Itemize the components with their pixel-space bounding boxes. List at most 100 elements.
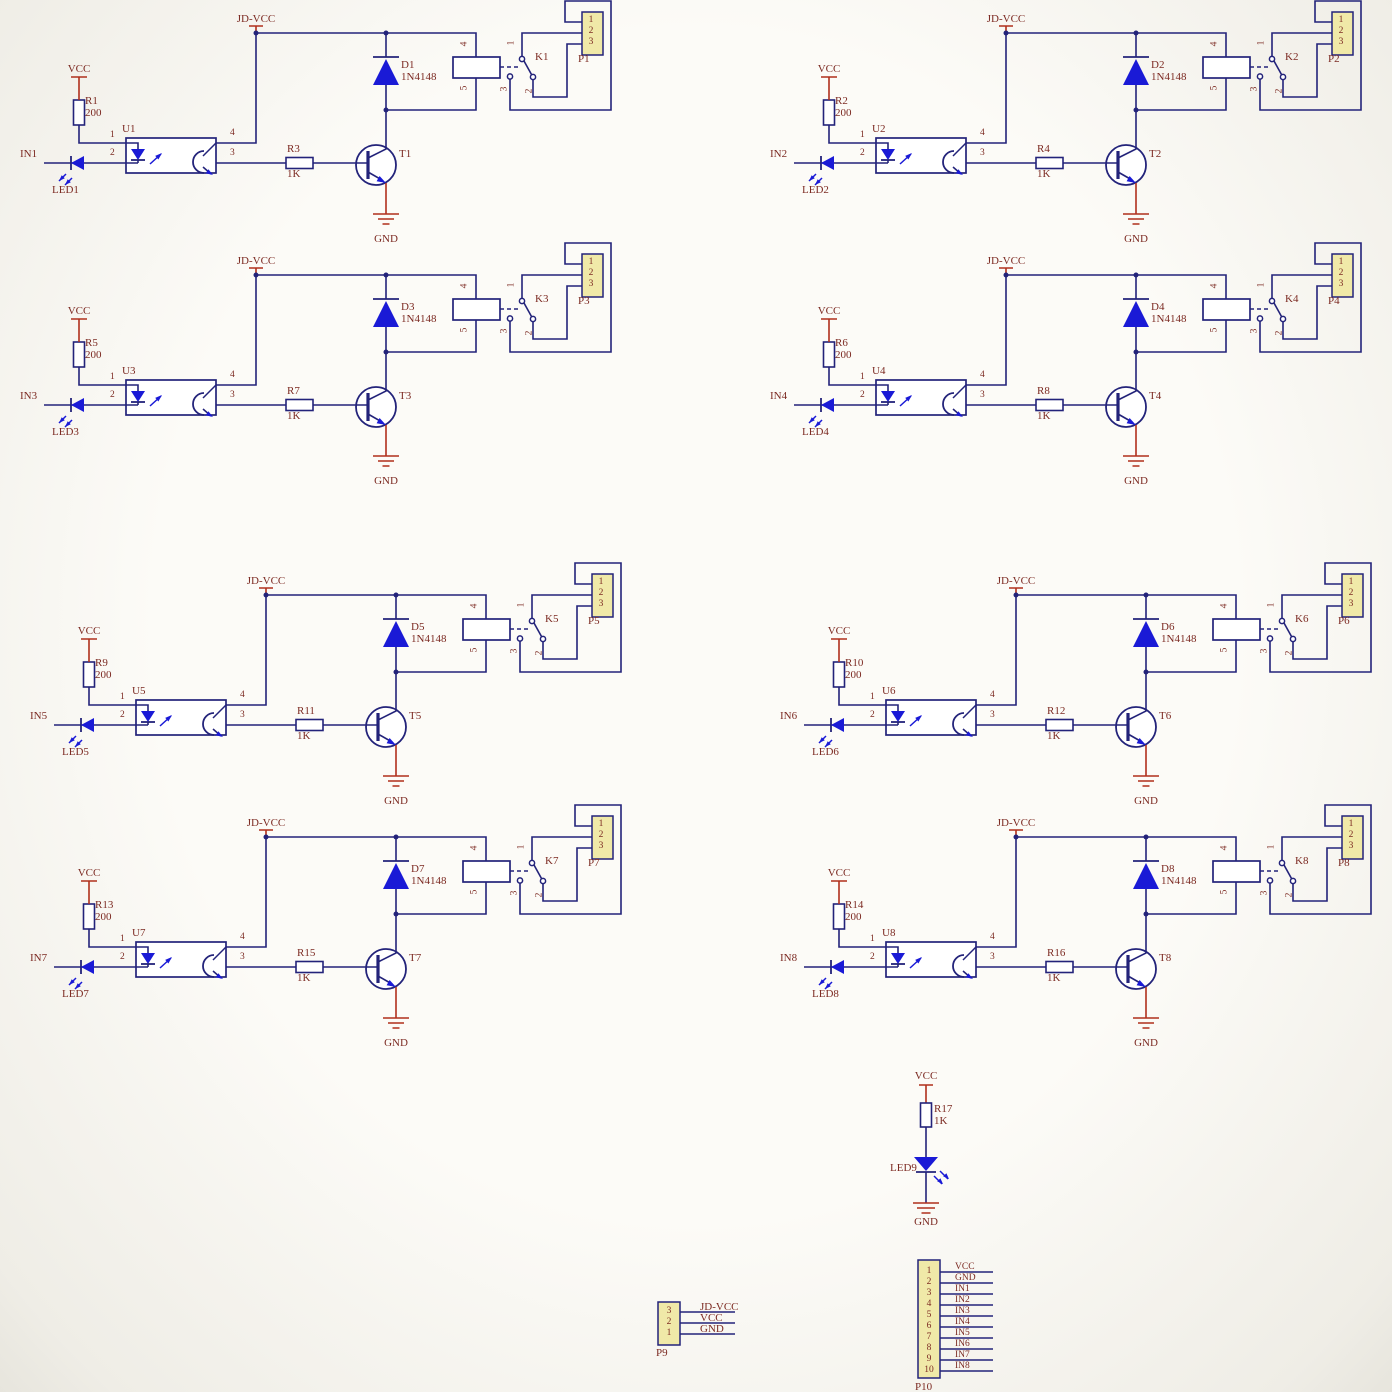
p9-pin-number: 1 [666,1328,672,1338]
relay-switch-pin-1: 1 [1266,844,1277,850]
input-resistor-value: 200 [95,911,112,923]
connector-pin-2: 2 [1338,26,1344,36]
vcc-net-label: VCC [827,625,851,637]
p10-pin-number: 10 [924,1365,934,1375]
p10-pin-number: 8 [926,1343,932,1353]
relay-ref: K5 [545,613,559,625]
p10-pin-net-label: IN3 [955,1306,970,1316]
transistor-ref: T8 [1159,952,1172,964]
transistor-ref: T3 [399,390,412,402]
opto-pin-2: 2 [120,710,125,720]
jdvcc-net-label: JD-VCC [986,255,1026,267]
opto-pin-3: 3 [230,148,235,158]
input-resistor-value: 200 [845,911,862,923]
relay-coil-pin-4: 4 [469,603,480,609]
connector-pin-1: 1 [1338,257,1344,267]
relay-switch-pin-1: 1 [1266,602,1277,608]
base-resistor-value: 1K [297,972,311,984]
transistor-ref: T5 [409,710,422,722]
indicator-resistor-value: 1K [934,1115,948,1127]
channel-schematic-art [792,0,1363,226]
channel-schematic-art [802,803,1373,1030]
relay-coil-pin-5: 5 [1219,889,1230,895]
channel-schematic-art [792,241,1363,468]
diode-ref: D4 [1151,301,1165,313]
relay-switch-pin-2: 2 [524,330,535,336]
relay-switch-pin-3: 3 [1259,648,1270,654]
opto-pin-3: 3 [240,952,245,962]
connector-pin-1: 1 [1338,15,1344,25]
connector-pin-1: 1 [1348,819,1354,829]
opto-pin-4: 4 [980,370,985,380]
input-net-label: IN3 [20,390,38,402]
opto-pin-1: 1 [120,934,125,944]
channel-schematic-art [52,561,623,788]
opto-pin-3: 3 [980,148,985,158]
connector-pin-3: 3 [598,599,604,609]
input-resistor-ref: R2 [835,95,848,107]
input-net-label: IN8 [780,952,798,964]
relay-coil-pin-5: 5 [469,889,480,895]
p9-pin-net-label: VCC [700,1312,723,1324]
relay-ref: K2 [1285,51,1299,63]
relay-coil-pin-4: 4 [1219,603,1230,609]
power-indicator: VCC R17 1K LED9 GND [880,1065,980,1235]
input-net-label: IN6 [780,710,798,722]
opto-pin-1: 1 [110,372,115,382]
connector-pin-3: 3 [598,841,604,851]
gnd-net-label: GND [384,795,408,807]
gnd-net-label: GND [914,1216,938,1228]
relay-switch-pin-2: 2 [534,892,545,898]
relay-channel-5: JD-VCC VCC IN5 LED5 R9 200 U5 1 2 4 3 R1… [26,559,626,811]
relay-coil-pin-5: 5 [469,647,480,653]
base-resistor-ref: R11 [297,705,315,717]
relay-channel-7: JD-VCC VCC IN7 LED7 R13 200 U7 1 2 4 3 R… [26,801,626,1053]
relay-switch-pin-2: 2 [1284,892,1295,898]
optocoupler-ref: U1 [122,123,136,135]
relay-switch-pin-3: 3 [499,328,510,334]
input-resistor-ref: R5 [85,337,98,349]
input-net-label: IN2 [770,148,788,160]
opto-pin-4: 4 [230,370,235,380]
input-resistor-ref: R1 [85,95,98,107]
input-led-ref: LED1 [52,184,79,196]
gnd-net-label: GND [1134,795,1158,807]
jdvcc-net-label: JD-VCC [236,255,276,267]
optocoupler-ref: U4 [872,365,886,377]
indicator-led-ref: LED9 [890,1162,917,1174]
vcc-net-label: VCC [817,305,841,317]
jdvcc-net-label: JD-VCC [986,13,1026,25]
relay-switch-pin-3: 3 [1249,86,1260,92]
p10-pin-net-label: GND [955,1273,976,1283]
relay-ref: K3 [535,293,549,305]
base-resistor-value: 1K [1037,410,1051,422]
opto-pin-2: 2 [110,390,115,400]
base-resistor-ref: R4 [1037,143,1050,155]
diode-value: 1N4148 [401,71,437,83]
diode-value: 1N4148 [1161,633,1197,645]
input-led-ref: LED3 [52,426,79,438]
relay-channel-6: JD-VCC VCC IN6 LED6 R10 200 U6 1 2 4 3 R… [776,559,1376,811]
p10-connector-ref: P10 [915,1381,933,1393]
opto-pin-4: 4 [240,932,245,942]
relay-coil-pin-5: 5 [1209,327,1220,333]
connector-pin-3: 3 [588,279,594,289]
optocoupler-ref: U7 [132,927,146,939]
p10-pin-net-label: IN6 [955,1339,970,1349]
jdvcc-net-label: JD-VCC [236,13,276,25]
input-net-label: IN5 [30,710,48,722]
p10-pin-net-label: IN2 [955,1295,970,1305]
connector-pin-1: 1 [598,577,604,587]
input-resistor-value: 200 [835,349,852,361]
input-resistor-ref: R6 [835,337,848,349]
relay-ref: K8 [1295,855,1309,867]
connector-pin-3: 3 [1348,841,1354,851]
connector-pin-3: 3 [1338,37,1344,47]
relay-ref: K4 [1285,293,1299,305]
output-connector-ref: P2 [1328,53,1340,65]
opto-pin-1: 1 [860,130,865,140]
relay-switch-pin-3: 3 [509,890,520,896]
opto-pin-1: 1 [870,692,875,702]
gnd-net-label: GND [1124,233,1148,245]
connector-pin-2: 2 [1338,268,1344,278]
